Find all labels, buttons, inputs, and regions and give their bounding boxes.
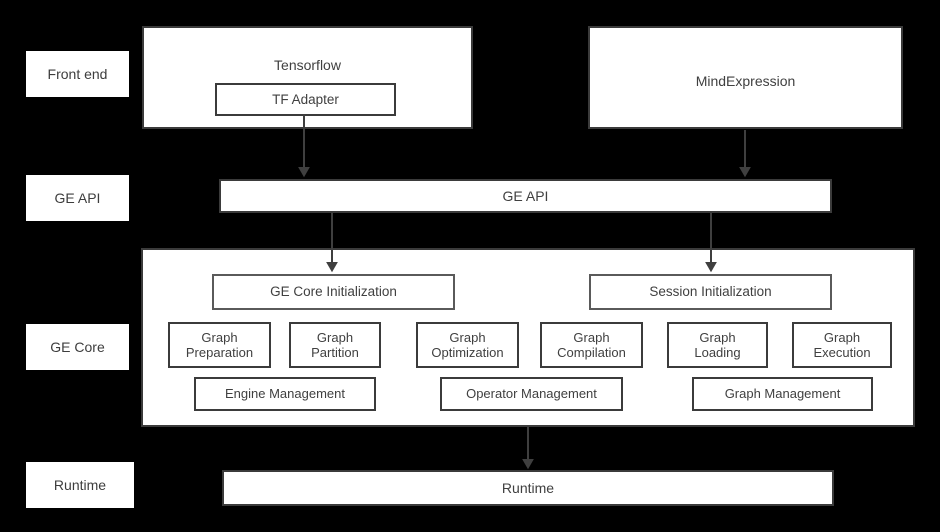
tensorflow-container: Tensorflow TF Adapter [142,26,473,129]
stage-label-ge-api: GE API [26,175,129,221]
tf-adapter-box: TF Adapter [215,83,396,116]
module-graph-execution-label: Graph Execution [813,329,871,360]
manager-graph-management: Graph Management [692,377,873,411]
session-initialization-box: Session Initialization [589,274,832,310]
module-graph-optimization-label: Graph Optimization [431,329,504,360]
runtime-bar-label: Runtime [501,479,555,496]
manager-engine-management: Engine Management [194,377,376,411]
ge-api-bar-label: GE API [502,187,549,204]
manager-engine-management-label: Engine Management [225,386,345,402]
tensorflow-title: Tensorflow [274,57,341,73]
stage-label-front-end: Front end [26,51,129,97]
tf-adapter-label: TF Adapter [272,91,339,107]
manager-operator-management: Operator Management [440,377,623,411]
ge-core-initialization-label: GE Core Initialization [270,284,397,300]
module-graph-loading: Graph Loading [667,322,768,368]
stage-label-ge-core-text: GE Core [50,338,105,355]
session-initialization-label: Session Initialization [649,284,772,300]
stage-label-runtime-text: Runtime [53,476,107,493]
module-graph-execution: Graph Execution [792,322,892,368]
stage-label-runtime: Runtime [26,462,134,508]
manager-operator-management-label: Operator Management [466,386,597,402]
module-graph-compilation: Graph Compilation [540,322,643,368]
mindexpression-container: MindExpression [588,26,903,129]
module-graph-preparation-label: Graph Preparation [185,329,254,360]
stage-label-ge-api-text: GE API [54,189,101,206]
module-graph-partition-label: Graph Partition [311,329,359,360]
runtime-bar: Runtime [222,470,834,506]
ge-core-container: GE Core Initialization Session Initializ… [141,248,915,427]
module-graph-partition: Graph Partition [289,322,381,368]
module-graph-compilation-label: Graph Compilation [557,329,626,360]
module-graph-optimization: Graph Optimization [416,322,519,368]
manager-graph-management-label: Graph Management [724,386,841,402]
stage-label-ge-core: GE Core [26,324,129,370]
ge-api-bar: GE API [219,179,832,213]
ge-core-initialization-box: GE Core Initialization [212,274,455,310]
module-graph-preparation: Graph Preparation [168,322,271,368]
stage-label-front-end-text: Front end [47,65,108,82]
mindexpression-title: MindExpression [695,73,796,89]
module-graph-loading-label: Graph Loading [694,329,741,360]
